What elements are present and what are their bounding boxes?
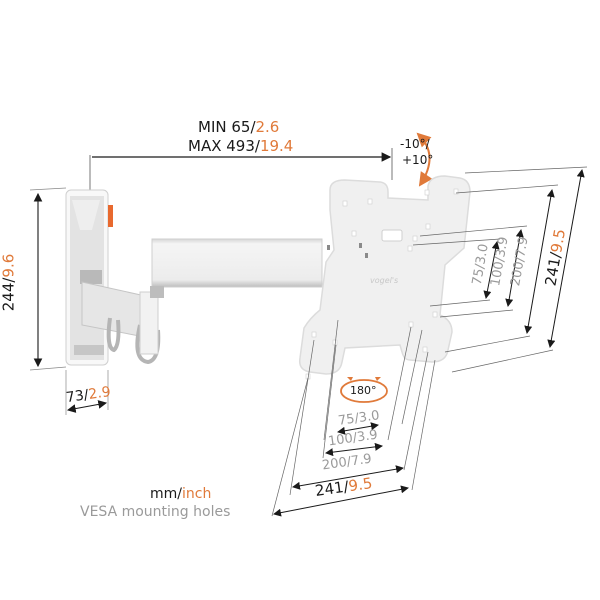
vesa-horizontal-dimension-lines — [271, 319, 436, 517]
vesa-vertical-dimension-lines — [412, 166, 588, 373]
rotation-arrow-icon — [340, 379, 388, 403]
reach-max-label: MAX 493/19.4 — [188, 137, 294, 155]
vesa-caption: VESA mounting holes — [80, 504, 231, 520]
orange-tab — [108, 205, 113, 227]
tilt-arrow-icon — [416, 132, 433, 187]
units-legend: mm/inch — [150, 486, 212, 502]
wall-plate — [65, 189, 113, 366]
vesa-plate: vogel's — [298, 175, 471, 380]
reach-min-label: MIN 65/2.6 — [198, 118, 280, 136]
tilt-minus-label: -10°/ — [400, 137, 430, 151]
wall-plate-height-label: 244/9.6 — [0, 253, 18, 312]
tilt-plus-label: +10° — [402, 153, 434, 167]
rotation-label: 180° — [350, 384, 377, 397]
reach-dimension-line — [89, 148, 393, 190]
swivel-arm — [81, 238, 323, 365]
brand-logo: vogel's — [370, 276, 398, 285]
wall-plate-dimension-lines — [29, 187, 109, 415]
